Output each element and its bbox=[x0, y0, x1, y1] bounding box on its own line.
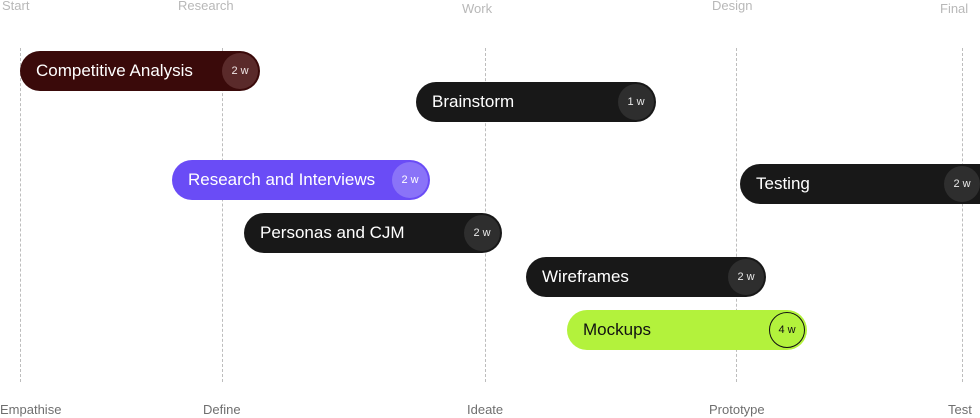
bottom-phase-ideate: Ideate bbox=[467, 402, 504, 417]
guide-line-test bbox=[962, 48, 963, 382]
guide-line-define bbox=[222, 48, 223, 382]
duration-badge: 2 w bbox=[464, 215, 500, 251]
task-bar-mockups[interactable]: Mockups 4 w bbox=[567, 310, 807, 350]
task-bar-research-and-interviews[interactable]: Research and Interviews 2 w bbox=[172, 160, 430, 200]
top-phase-design: Design bbox=[712, 0, 753, 13]
task-label: Brainstorm bbox=[432, 92, 515, 111]
task-bar-personas-and-cjm[interactable]: Personas and CJM 2 w bbox=[244, 213, 502, 253]
top-phase-start: Start bbox=[2, 0, 30, 13]
bottom-phase-test: Test bbox=[948, 402, 972, 417]
duration-badge: 2 w bbox=[944, 166, 980, 202]
top-phase-research: Research bbox=[178, 0, 234, 13]
task-label: Competitive Analysis bbox=[36, 61, 193, 80]
task-bar-competitive-analysis[interactable]: Competitive Analysis 2 w bbox=[20, 51, 260, 91]
guide-line-prototype bbox=[736, 48, 737, 382]
guide-line-empathise bbox=[20, 48, 21, 382]
task-label: Testing bbox=[756, 174, 810, 193]
bottom-phase-define: Define bbox=[203, 402, 241, 417]
task-bar-testing[interactable]: Testing 2 w bbox=[740, 164, 980, 204]
top-phase-final: Final bbox=[940, 1, 969, 16]
duration-badge: 4 w bbox=[769, 312, 805, 348]
task-bar-wireframes[interactable]: Wireframes 2 w bbox=[526, 257, 766, 297]
bottom-phase-empathise: Empathise bbox=[0, 402, 62, 417]
duration-badge: 2 w bbox=[392, 162, 428, 198]
task-label: Mockups bbox=[583, 320, 652, 339]
duration-badge: 2 w bbox=[222, 53, 258, 89]
top-phase-work: Work bbox=[462, 1, 493, 16]
task-label: Personas and CJM bbox=[260, 223, 405, 242]
task-bar-brainstorm[interactable]: Brainstorm 1 w bbox=[416, 82, 656, 122]
bottom-phase-prototype: Prototype bbox=[709, 402, 765, 417]
task-label: Wireframes bbox=[542, 267, 629, 286]
duration-badge: 1 w bbox=[618, 84, 654, 120]
duration-badge: 2 w bbox=[728, 259, 764, 295]
task-label: Research and Interviews bbox=[188, 170, 376, 189]
